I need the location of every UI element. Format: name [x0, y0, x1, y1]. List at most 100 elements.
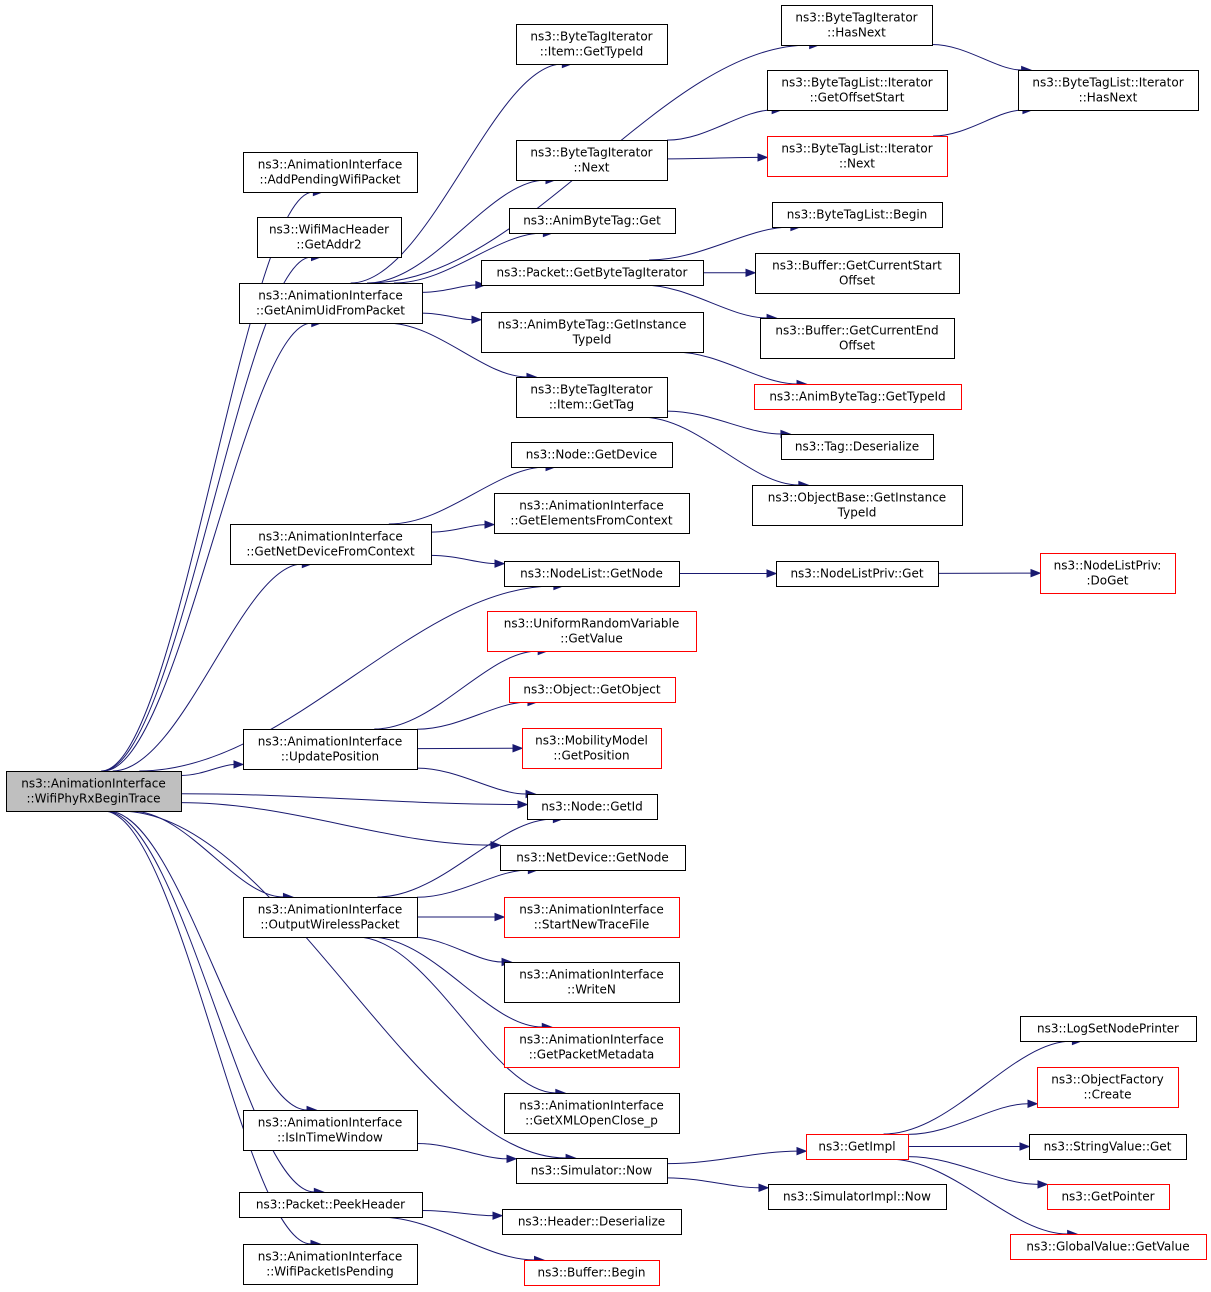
- edge-node-list-get-node-to-node-list-priv-get: [679, 569, 778, 578]
- edge-bti-has-next-to-btl-iter-has-next: [931, 44, 1032, 75]
- node-update-pos[interactable]: ns3::AnimationInterface::UpdatePosition: [243, 729, 418, 770]
- node-buf-begin[interactable]: ns3::Buffer::Begin: [524, 1260, 660, 1286]
- node-obj-fact-create[interactable]: ns3::ObjectFactory::Create: [1037, 1067, 1179, 1108]
- node-btl-begin[interactable]: ns3::ByteTagList::Begin: [772, 202, 943, 228]
- node-get-anim-uid[interactable]: ns3::AnimationInterface::GetAnimUidFromP…: [239, 283, 423, 324]
- node-get-elem-from-ctx[interactable]: ns3::AnimationInterface::GetElementsFrom…: [494, 493, 690, 534]
- edge-line: [888, 1158, 1068, 1235]
- node-box: [243, 1244, 418, 1285]
- node-node-list-priv-do-get[interactable]: ns3::NodeListPriv::DoGet: [1040, 553, 1176, 594]
- node-box: [481, 312, 704, 353]
- node-bti-item-get-tag[interactable]: ns3::ByteTagIterator::Item::GetTag: [516, 377, 668, 418]
- node-box: [243, 729, 418, 770]
- node-add-pending[interactable]: ns3::AnimationInterface::AddPendingWifiP…: [243, 152, 418, 193]
- node-anim-get-type-id[interactable]: ns3::AnimByteTag::GetTypeId: [754, 384, 962, 410]
- node-label: ns3::Buffer::GetCurrentEnd: [775, 324, 938, 338]
- node-pkt-get-bti[interactable]: ns3::Packet::GetByteTagIterator: [481, 260, 704, 286]
- node-node-get-id[interactable]: ns3::Node::GetId: [527, 794, 658, 820]
- node-label: TypeId: [572, 333, 612, 347]
- edge-peek-header-to-header-deser: [421, 1209, 504, 1220]
- node-box: [776, 561, 939, 587]
- node-bti-next[interactable]: ns3::ByteTagIterator::Next: [516, 140, 668, 181]
- edge-line: [666, 109, 773, 141]
- node-str-val-get[interactable]: ns3::StringValue::Get: [1029, 1134, 1187, 1160]
- node-get-pkt-meta[interactable]: ns3::AnimationInterface::GetPacketMetada…: [504, 1027, 680, 1068]
- node-get-impl[interactable]: ns3::GetImpl: [806, 1134, 909, 1160]
- node-node-get-device[interactable]: ns3::Node::GetDevice: [511, 442, 673, 468]
- node-obj-get-object[interactable]: ns3::Object::GetObject: [509, 677, 676, 703]
- node-btl-iter-has-next[interactable]: ns3::ByteTagList::Iterator::HasNext: [1018, 70, 1199, 111]
- node-start-new-trace[interactable]: ns3::AnimationInterface::StartNewTraceFi…: [504, 897, 680, 938]
- edge-line: [370, 936, 543, 1028]
- node-node-list-priv-get[interactable]: ns3::NodeListPriv::Get: [776, 561, 939, 587]
- node-tag-deser[interactable]: ns3::Tag::Deserialize: [781, 434, 934, 460]
- node-get-xml[interactable]: ns3::AnimationInterface::GetXMLOpenClose…: [504, 1093, 680, 1134]
- node-net-dev-get-node[interactable]: ns3::NetDevice::GetNode: [500, 845, 686, 871]
- node-write-n[interactable]: ns3::AnimationInterface::WriteN: [504, 962, 680, 1003]
- edge-get-impl-to-get-pointer: [907, 1156, 1049, 1189]
- node-is-in-time[interactable]: ns3::AnimationInterface::IsInTimeWindow: [243, 1110, 418, 1151]
- arrowhead: [484, 520, 496, 529]
- edge-line: [131, 810, 284, 898]
- edge-line: [666, 410, 781, 435]
- edge-line: [907, 1103, 1029, 1135]
- node-box: [230, 524, 432, 565]
- node-btl-iter-next[interactable]: ns3::ByteTagList::Iterator::Next: [767, 136, 948, 177]
- node-label: ::GetXMLOpenClose_p: [525, 1114, 658, 1128]
- node-box: [1020, 1016, 1197, 1042]
- node-box: [767, 136, 948, 177]
- node-label: ns3::AnimationInterface: [519, 1033, 663, 1047]
- edge-line: [119, 810, 567, 1159]
- node-log-set-node[interactable]: ns3::LogSetNodePrinter: [1020, 1016, 1197, 1042]
- arrowhead: [494, 559, 506, 568]
- edge-line: [180, 802, 492, 846]
- node-node-list-get-node[interactable]: ns3::NodeList::GetNode: [504, 561, 680, 587]
- node-box: [516, 377, 668, 418]
- node-label: ::OutputWirelessPacket: [260, 918, 400, 932]
- node-get-addr2[interactable]: ns3::WifiMacHeader::GetAddr2: [257, 217, 402, 258]
- node-box: [516, 140, 668, 181]
- node-label: ns3::AnimationInterface: [258, 735, 402, 749]
- node-label: ns3::ByteTagIterator: [530, 146, 652, 160]
- node-anim-get[interactable]: ns3::AnimByteTag::Get: [509, 208, 676, 234]
- node-sim-now[interactable]: ns3::Simulator::Now: [516, 1158, 668, 1184]
- node-get-net-dev-ctx[interactable]: ns3::AnimationInterface::GetNetDeviceFro…: [230, 524, 432, 565]
- node-label: ::Next: [573, 161, 609, 175]
- node-header-deser[interactable]: ns3::Header::Deserialize: [502, 1209, 682, 1235]
- node-box: [755, 253, 960, 294]
- edge-line: [430, 524, 486, 533]
- node-global-val-get[interactable]: ns3::GlobalValue::GetValue: [1010, 1234, 1207, 1260]
- node-btl-iter-get-offset[interactable]: ns3::ByteTagList::Iterator::GetOffsetSta…: [767, 70, 948, 111]
- node-label: ns3::Buffer::GetCurrentStart: [772, 259, 942, 273]
- arrowhead: [512, 744, 524, 753]
- node-mob-get-pos[interactable]: ns3::MobilityModel::GetPosition: [522, 728, 662, 769]
- node-label: ::WifiPhyRxBeginTrace: [27, 792, 161, 806]
- node-output-wireless[interactable]: ns3::AnimationInterface::OutputWirelessP…: [243, 897, 418, 938]
- node-label: ns3::ByteTagList::Iterator: [781, 142, 932, 156]
- node-bti-has-next[interactable]: ns3::ByteTagIterator::HasNext: [781, 5, 933, 46]
- node-wifi-pending[interactable]: ns3::AnimationInterface::WifiPacketIsPen…: [243, 1244, 418, 1285]
- edge-line: [933, 109, 1023, 137]
- node-sim-impl-now[interactable]: ns3::SimulatorImpl::Now: [768, 1184, 947, 1210]
- node-bti-item-get-type-id[interactable]: ns3::ByteTagIterator::Item::GetTypeId: [516, 24, 668, 65]
- edge-update-pos-to-node-get-id: [416, 767, 537, 799]
- edge-line: [374, 650, 539, 730]
- node-root[interactable]: ns3::AnimationInterface::WifiPhyRxBeginT…: [6, 771, 182, 812]
- node-label: ::GetValue: [560, 632, 622, 646]
- node-label: ::GetPosition: [553, 749, 629, 763]
- node-peek-header[interactable]: ns3::Packet::PeekHeader: [239, 1192, 423, 1218]
- arrowhead: [506, 1154, 518, 1164]
- node-label: ::GetElementsFromContext: [510, 514, 672, 528]
- edge-line: [416, 767, 527, 795]
- edge-line: [393, 232, 544, 284]
- node-get-pointer[interactable]: ns3::GetPointer: [1047, 1184, 1170, 1210]
- node-box: [257, 217, 402, 258]
- edge-get-net-dev-ctx-to-node-list-get-node: [430, 554, 506, 568]
- node-label: ::GetAnimUidFromPacket: [256, 304, 405, 318]
- node-uniform-get-value[interactable]: ns3::UniformRandomVariable::GetValue: [487, 611, 697, 652]
- node-box: [772, 202, 943, 228]
